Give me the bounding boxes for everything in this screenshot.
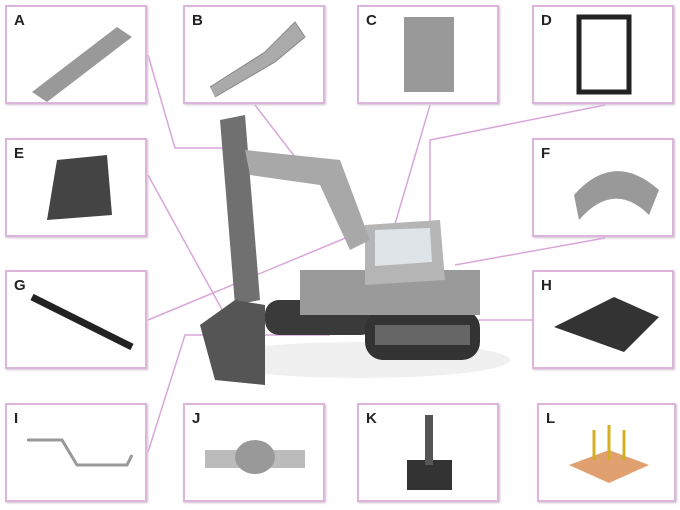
part-box-j[interactable]: J [183, 403, 325, 502]
part-box-i[interactable]: I [5, 403, 147, 502]
axle-part-icon [205, 440, 305, 474]
part-label: G [14, 277, 26, 294]
part-label: F [541, 145, 551, 162]
boom-part-icon [209, 21, 306, 98]
electronic-module-part-icon [569, 425, 649, 483]
part-label: B [192, 12, 203, 29]
part-label: H [541, 277, 552, 294]
part-label: L [546, 410, 556, 427]
counterweight-part-icon [574, 171, 659, 220]
upper-frame-part-icon [554, 297, 659, 352]
part-box-d[interactable]: D [532, 5, 674, 104]
connector-f [454, 237, 606, 266]
frame-part-icon [404, 17, 454, 92]
part-label: K [366, 410, 377, 427]
excavator-front-part-icon [407, 415, 452, 490]
part-label: D [541, 12, 552, 29]
part-box-c[interactable]: C [357, 5, 499, 104]
pipe-part-icon [27, 438, 134, 467]
connector-d [429, 104, 606, 235]
part-box-b[interactable]: B [183, 5, 325, 104]
part-box-k[interactable]: K [357, 403, 499, 502]
part-box-e[interactable]: E [5, 138, 147, 237]
connector-a [147, 54, 235, 149]
part-label: A [14, 12, 25, 29]
part-box-l[interactable]: L [537, 403, 676, 502]
part-box-f[interactable]: F [532, 138, 674, 237]
part-label: C [366, 12, 377, 29]
part-label: I [14, 410, 19, 427]
hydraulic-cylinder-part-icon [30, 293, 134, 351]
part-box-a[interactable]: A [5, 5, 147, 104]
part-label: E [14, 145, 25, 162]
part-box-g[interactable]: G [5, 270, 147, 369]
part-label: J [192, 410, 201, 427]
arm-part-icon [32, 27, 132, 102]
bucket-part-icon [47, 155, 112, 220]
part-box-h[interactable]: H [532, 270, 674, 369]
cab-part-icon [576, 14, 632, 95]
connector-e [147, 174, 226, 316]
